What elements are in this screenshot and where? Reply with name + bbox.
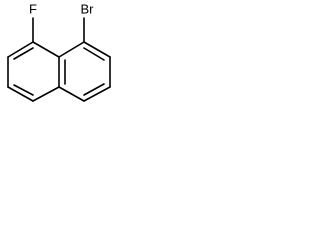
bond-c7-c8 (83, 41, 111, 58)
double-bond-c5-c6 (83, 83, 105, 96)
bond-c4a-c5 (58, 86, 85, 102)
fluorine-label: F (29, 2, 37, 17)
bond-c4-c4a (32, 86, 60, 102)
atom-labels: F Br (29, 2, 94, 17)
substituent-bonds (32, 17, 85, 43)
bond-c8a-c1 (32, 41, 60, 58)
right-ring (58, 41, 111, 102)
bond-c8-c8a (58, 41, 85, 58)
naphthalene-structure: F Br (7, 2, 111, 102)
left-ring (7, 41, 60, 102)
bond-c1-c2 (7, 41, 34, 58)
bond-c3-c4 (7, 86, 34, 102)
double-bond-c7-c8 (83, 47, 105, 61)
double-bond-c3-c4 (13, 84, 34, 96)
bromine-label: Br (81, 2, 95, 17)
double-bond-c1-c2 (13, 47, 34, 60)
bond-c5-c6 (83, 86, 111, 102)
